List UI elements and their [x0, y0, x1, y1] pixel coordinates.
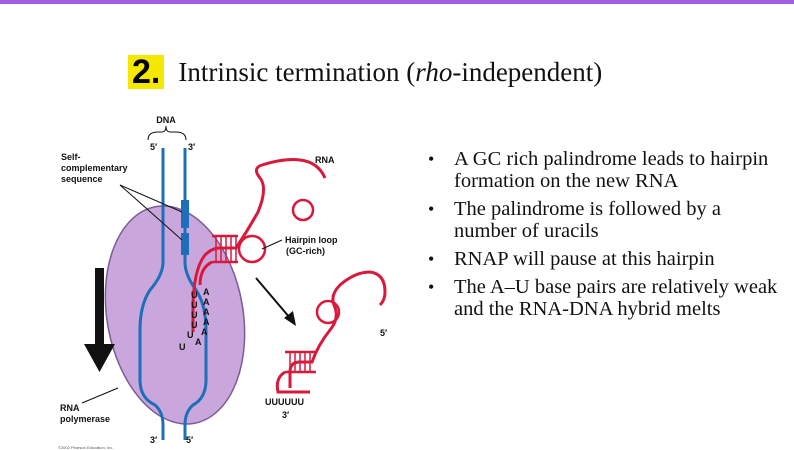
bullet-item: •RNAP will pause at this hairpin: [428, 248, 715, 270]
uuuuuu-label: UUUUUU: [265, 397, 304, 407]
rna-polymerase-body: [104, 205, 246, 425]
bullet-list: •A GC rich palindrome leads to hairpin f…: [424, 148, 784, 326]
uracil-base-letter: U: [191, 310, 198, 320]
bullet-item: •A GC rich palindrome leads to hairpin f…: [428, 148, 769, 192]
dna-label: DNA: [156, 115, 176, 125]
adenine-base-letter: A: [203, 287, 210, 297]
adenine-base-letter: A: [203, 297, 210, 307]
rnap-label-1: RNA: [60, 403, 80, 413]
rnap-label-2: polymerase: [60, 414, 110, 424]
three-prime-top-label: 3′: [188, 142, 195, 152]
bullet-dot-icon: •: [428, 199, 435, 219]
pointer-line: [261, 239, 283, 250]
hairpin-released: [285, 299, 341, 374]
dna-coding-strand: [183, 148, 208, 440]
hairpin-label-2: (GC-rich): [286, 246, 325, 256]
self-complementary-label-3: sequence: [61, 174, 103, 184]
pointer-line: [119, 184, 183, 213]
bullet-dot-icon: •: [428, 277, 435, 297]
adenine-base-letter: A: [203, 317, 210, 327]
hairpin-label-1: Hairpin loop: [285, 235, 338, 245]
three-prime-bottom-label: 3′: [150, 435, 157, 445]
uracil-base-letter: U: [191, 290, 198, 300]
five-prime-bottom-label: 5′: [186, 435, 193, 445]
palindrome-segment-2: [181, 233, 189, 255]
uracil-base-letter: U: [191, 300, 198, 310]
bullet-dot-icon: •: [428, 249, 435, 269]
bullet-item: •The A–U base pairs are relatively weak …: [428, 276, 778, 320]
three-prime-released-label: 3′: [282, 410, 289, 420]
adenine-base-letter: A: [195, 337, 202, 347]
hairpin-bound: [212, 234, 267, 264]
palindrome-segment-1: [181, 200, 189, 228]
released-rna: [288, 270, 387, 388]
copyright-text: ©2002 Pearson Education, Inc.: [58, 445, 113, 450]
pointer-line: [81, 387, 119, 404]
rna-tail: [198, 260, 213, 286]
top-accent-bar: [0, 0, 794, 4]
uracil-base-letter: U: [179, 342, 186, 352]
rna-small-loop: [291, 198, 315, 222]
uracil-base-letter: U: [187, 330, 194, 340]
adenine-base-letter: A: [203, 307, 210, 317]
released-rna-tail: [275, 370, 310, 394]
self-complementary-label-1: Self-: [61, 152, 81, 162]
title-text: Intrinsic termination (rho-independent): [178, 56, 603, 87]
five-prime-top-label: 5′: [150, 142, 157, 152]
bullet-item: •The palindrome is followed by a number …: [428, 198, 722, 242]
rna-transcript: [191, 158, 327, 332]
pointer-line: [119, 184, 183, 241]
movement-arrow-icon: [84, 268, 115, 372]
slide-number: 2.: [128, 55, 165, 89]
five-prime-released-label: 5′: [380, 328, 387, 338]
bullet-dot-icon: •: [428, 149, 435, 169]
dna-brace: [147, 125, 187, 141]
dna-template-strand: [138, 148, 165, 440]
adenine-base-letter: A: [201, 327, 208, 337]
slide-title: 2. Intrinsic termination (rho-independen…: [128, 52, 602, 92]
self-complementary-label-2: complementary: [61, 163, 128, 173]
rna-label: RNA: [315, 155, 335, 165]
release-arrow-icon: [255, 277, 296, 326]
uracil-base-letter: U: [191, 320, 198, 330]
